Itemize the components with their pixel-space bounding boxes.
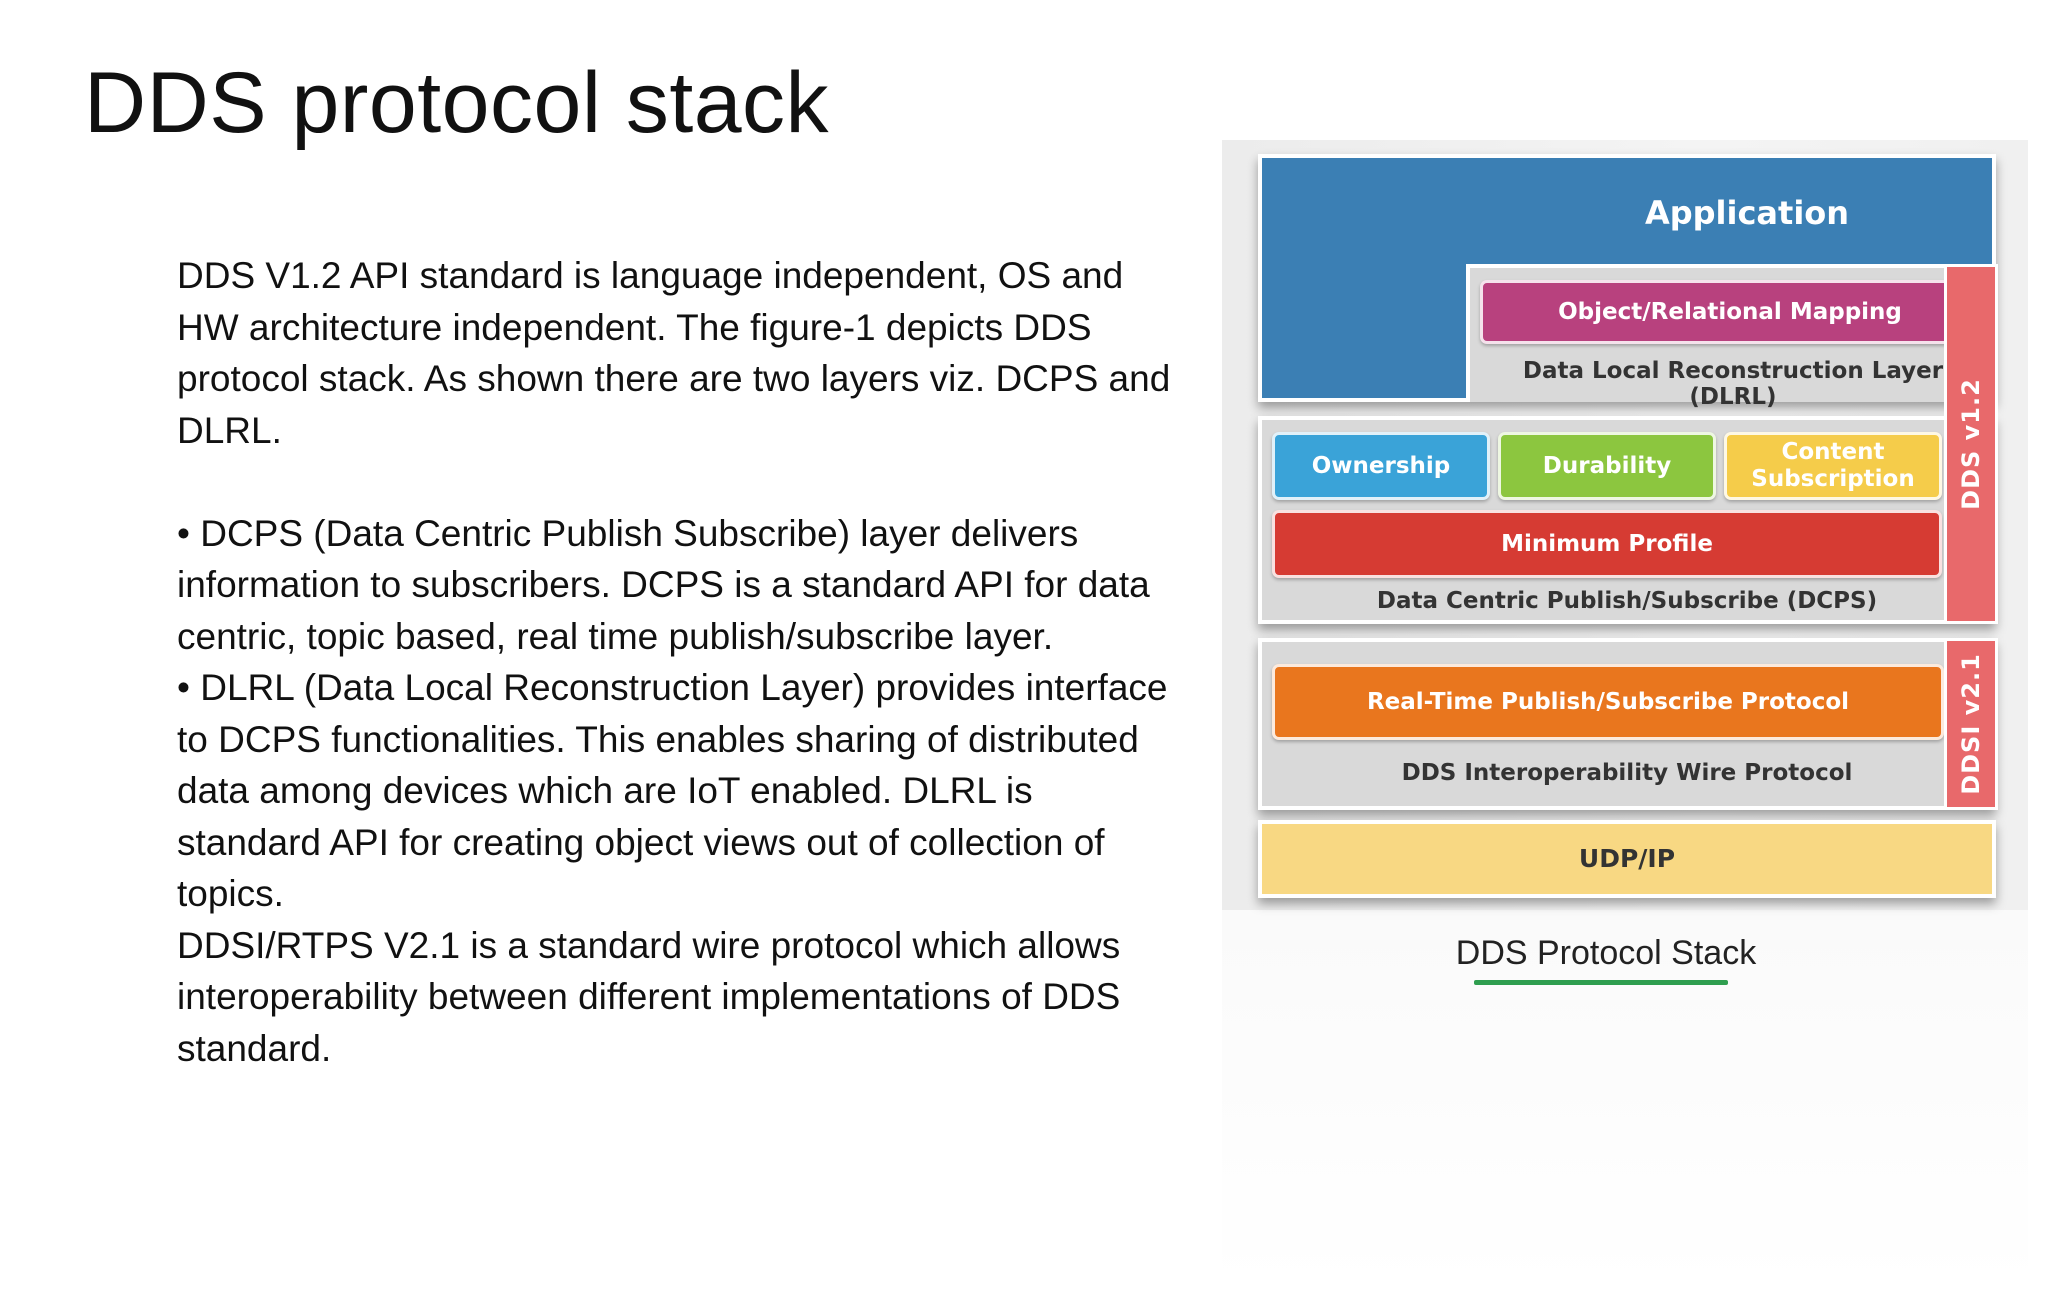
dcps-label: Data Centric Publish/Subscribe (DCPS) (1376, 588, 1878, 614)
ownership-block: Ownership (1272, 432, 1490, 500)
rtps-block: Real-Time Publish/Subscribe Protocol (1272, 664, 1944, 740)
dlrl-layer: Object/Relational Mapping Data Local Rec… (1466, 264, 1996, 410)
paragraph-ddsi: DDSI/RTPS V2.1 is a standard wire protoc… (177, 924, 1121, 1069)
figure-caption: DDS Protocol Stack (1455, 934, 1757, 972)
paragraph-intro: DDS V1.2 API standard is language indepe… (177, 255, 1171, 451)
durability-block: Durability (1498, 432, 1716, 500)
ddsi-layer: Real-Time Publish/Subscribe Protocol DDS… (1258, 638, 1996, 810)
ddsi-version-tab: DDSI v2.1 (1944, 638, 1998, 810)
dlrl-label: Data Local Reconstruction Layer (DLRL) (1522, 358, 1944, 410)
orm-block: Object/Relational Mapping (1480, 280, 1980, 344)
paragraph-spacer (177, 456, 1177, 508)
caption-underline (1474, 980, 1728, 985)
dds-version-tab: DDS v1.2 (1944, 264, 1998, 624)
dds-version-label: DDS v1.2 (1957, 378, 1985, 510)
udp-ip-label: UDP/IP (1578, 844, 1676, 873)
protocol-stack-figure: Application Object/Relational Mapping Da… (1222, 140, 2028, 1290)
ddsi-version-label: DDSI v2.1 (1957, 653, 1986, 795)
minimum-profile-block: Minimum Profile (1272, 510, 1942, 578)
application-label: Application (1644, 194, 1850, 232)
paragraph-dcps: • DCPS (Data Centric Publish Subscribe) … (177, 512, 1150, 657)
content-subscription-block: Content Subscription (1724, 432, 1942, 500)
dcps-layer: Ownership Durability Content Subscriptio… (1258, 416, 1996, 624)
slide-title: DDS protocol stack (84, 55, 830, 151)
body-text: DDS V1.2 API standard is language indepe… (177, 250, 1177, 1074)
paragraph-dlrl: • DLRL (Data Local Reconstruction Layer)… (177, 667, 1168, 914)
udp-ip-layer: UDP/IP (1258, 820, 1996, 898)
wire-protocol-label: DDS Interoperability Wire Protocol (1401, 760, 1853, 786)
